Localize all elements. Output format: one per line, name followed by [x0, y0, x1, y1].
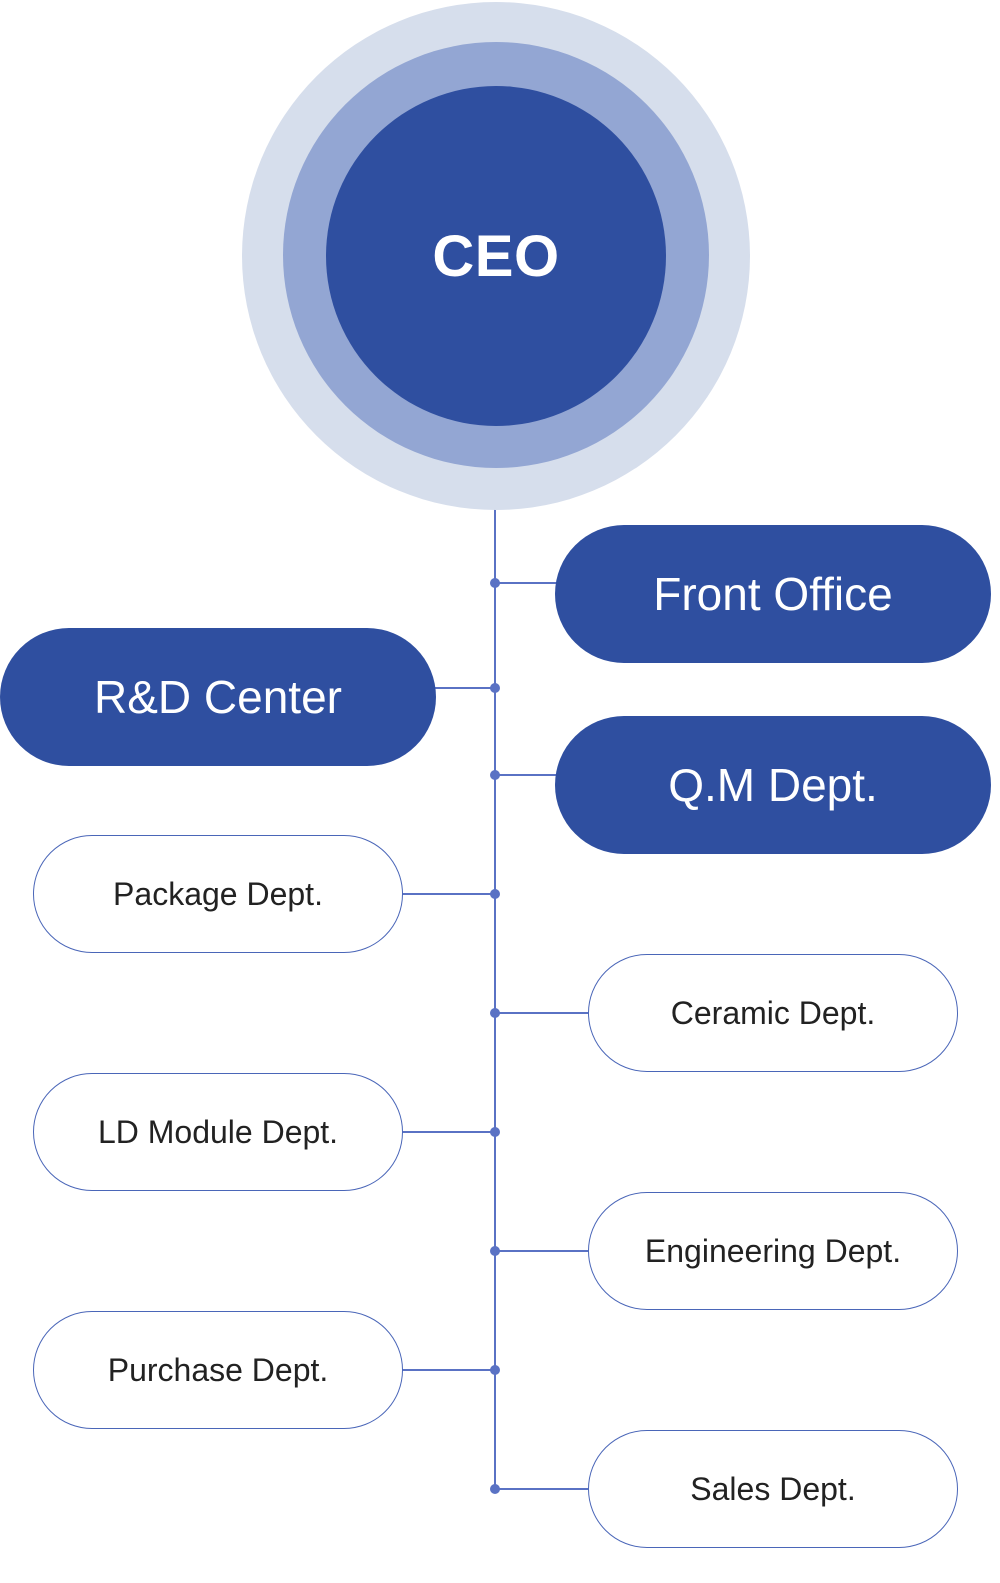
- ceo-label: CEO: [432, 223, 560, 289]
- purchase-dept-node: Purchase Dept.: [33, 1311, 403, 1429]
- junction-dot: [490, 1484, 500, 1494]
- junction-dot: [490, 1246, 500, 1256]
- qm-dept-label: Q.M Dept.: [668, 759, 878, 811]
- ceramic-dept-node: Ceramic Dept.: [588, 954, 958, 1072]
- engineering-dept-label: Engineering Dept.: [644, 1233, 902, 1269]
- rnd-center-label: R&D Center: [94, 671, 342, 723]
- rnd-center-node: R&D Center: [0, 628, 436, 766]
- qm-dept-node: Q.M Dept.: [555, 716, 991, 854]
- package-dept-label: Package Dept.: [113, 876, 323, 912]
- junction-dot: [490, 889, 500, 899]
- junction-dot: [490, 683, 500, 693]
- junction-dot: [490, 1127, 500, 1137]
- ceramic-dept-label: Ceramic Dept.: [670, 995, 876, 1031]
- sales-dept-node: Sales Dept.: [588, 1430, 958, 1548]
- front-office-label: Front Office: [653, 568, 893, 620]
- junction-dot: [490, 1008, 500, 1018]
- ld-module-dept-label: LD Module Dept.: [97, 1114, 339, 1150]
- ceo-node: CEO: [326, 86, 666, 426]
- engineering-dept-node: Engineering Dept.: [588, 1192, 958, 1310]
- front-office-node: Front Office: [555, 525, 991, 663]
- junction-dot: [490, 770, 500, 780]
- package-dept-node: Package Dept.: [33, 835, 403, 953]
- ld-module-dept-node: LD Module Dept.: [33, 1073, 403, 1191]
- junction-dot: [490, 1365, 500, 1375]
- purchase-dept-label: Purchase Dept.: [107, 1352, 329, 1388]
- junction-dot: [490, 578, 500, 588]
- sales-dept-label: Sales Dept.: [690, 1471, 856, 1507]
